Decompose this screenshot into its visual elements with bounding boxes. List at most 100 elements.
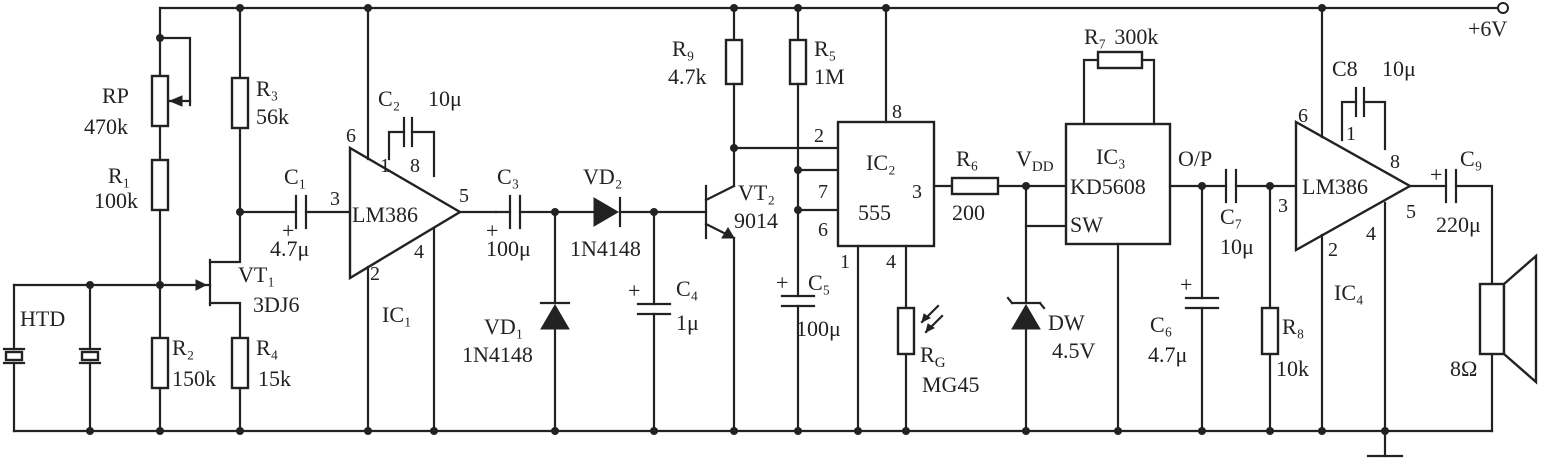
r5-value: 1M [814, 64, 845, 89]
ic2-pin4: 4 [886, 251, 896, 273]
c4-ref: C₄ [676, 276, 698, 301]
c1-value: 4.7μ [270, 236, 309, 261]
r4-value: 15k [258, 366, 291, 391]
vd2-ref: VD₂ [583, 164, 622, 189]
ic4-pin8: 8 [1390, 151, 1400, 173]
ic3-sound-chip [1064, 50, 1228, 433]
r1-value: 100k [94, 188, 138, 213]
c5-plus: + [776, 270, 788, 295]
c5-value: 100μ [796, 316, 841, 341]
ic2-timer [836, 6, 944, 433]
dw-value: 4.5V [1052, 338, 1096, 363]
c9-value: 220μ [1436, 212, 1481, 237]
ic4-pin2: 2 [1328, 239, 1338, 261]
ic3-sw: SW [1070, 212, 1103, 237]
ic1-pin1: 1 [380, 155, 390, 177]
dw-zener [1006, 184, 1068, 433]
vt1-ref: VT₁ [238, 262, 275, 287]
vd1-ref: VD₁ [484, 314, 523, 339]
r8-resistor [1260, 184, 1280, 433]
ic4-pin4: 4 [1366, 223, 1376, 245]
ic1-pin5: 5 [459, 185, 469, 207]
ic4-pin1: 1 [1346, 123, 1356, 145]
r9-value: 4.7k [668, 64, 707, 89]
ic4-pin3: 3 [1278, 195, 1288, 217]
r2-ref: R₂ [172, 335, 194, 360]
c6-plus: + [1180, 272, 1192, 297]
c4-plus: + [628, 278, 640, 303]
r3-value: 56k [256, 104, 289, 129]
r4-ref: R₄ [256, 335, 278, 360]
r2-value: 150k [172, 366, 216, 391]
c9-speaker [1444, 168, 1538, 433]
ic2-pin3: 3 [912, 181, 922, 203]
rp-ref: RP [102, 83, 129, 108]
r3-ref: R₃ [256, 76, 278, 101]
r1-ref: R₁ [108, 163, 130, 188]
ic1-part: LM386 [352, 202, 418, 227]
ic1-pin6: 6 [346, 125, 356, 147]
ic2-pin6: 6 [818, 219, 828, 241]
ground-rail [12, 429, 1494, 458]
c8-value: 10μ [1382, 56, 1416, 81]
ic4-name: IC₄ [1334, 280, 1364, 305]
c6-value: 4.7μ [1148, 342, 1187, 367]
r6-ref: R₆ [956, 146, 978, 171]
ic1-pin2: 2 [370, 263, 380, 285]
vt2-transistor [704, 6, 840, 433]
r8-ref: R₈ [1282, 314, 1304, 339]
speaker-value: 8Ω [1450, 356, 1477, 381]
r9-ref: R₉ [672, 36, 694, 61]
r6-resistor [932, 176, 1068, 196]
ic3-part: KD5608 [1070, 174, 1146, 199]
vd2-value: 1N4148 [570, 236, 641, 261]
rg-value: MG45 [922, 372, 979, 397]
bias-divider [150, 6, 192, 433]
c3-ref: C₃ [497, 164, 519, 189]
ic4-part: LM386 [1302, 174, 1368, 199]
vt1-transistor [158, 6, 250, 433]
c7-value: 10μ [1220, 234, 1254, 259]
c1-ref: C₁ [284, 164, 306, 189]
rg-ref: RG [920, 342, 946, 371]
c2-value: 10μ [428, 86, 462, 111]
ic1-name: IC₁ [382, 302, 412, 327]
r5-ref: R₅ [814, 36, 836, 61]
vd1-value: 1N4148 [462, 342, 533, 367]
r8-value: 10k [1276, 356, 1309, 381]
ic2-name: IC₂ [866, 150, 896, 175]
vt1-value: 3DJ6 [253, 292, 299, 317]
c9-ref: C₉ [1460, 146, 1482, 171]
vt2-value: 9014 [734, 208, 778, 233]
c1-plus: + [282, 218, 294, 243]
ic2-pin2: 2 [814, 125, 824, 147]
htd-label: HTD [20, 306, 65, 331]
c5-ref: C₅ [808, 270, 830, 295]
supply-label: +6V [1468, 16, 1507, 41]
c4-capacitor [636, 210, 672, 433]
rp-value: 470k [84, 114, 128, 139]
ic1-amplifier [348, 6, 498, 433]
ic2-part: 555 [858, 200, 891, 225]
vd1-diode [539, 210, 571, 433]
ic4-pin6: 6 [1298, 105, 1308, 127]
ic4-amplifier [1294, 6, 1448, 433]
c4-value: 1μ [676, 310, 699, 335]
ic1-pin4: 4 [414, 241, 424, 263]
vd2-diode [593, 196, 708, 228]
c2-ref: C₂ [378, 86, 400, 111]
c6-ref: C₆ [1150, 312, 1172, 337]
c8-ref: C8 [1332, 56, 1358, 81]
c7-ref: C₇ [1220, 204, 1242, 229]
vt2-ref: VT₂ [738, 180, 775, 205]
ic1-pin3: 3 [330, 188, 340, 210]
c1-capacitor [238, 194, 352, 230]
vdd-label: VDD [1016, 146, 1054, 175]
c9-plus: + [1430, 162, 1442, 187]
ic2-pin7: 7 [818, 181, 828, 203]
dw-ref: DW [1048, 310, 1085, 335]
ic2-pin1: 1 [840, 251, 850, 273]
r6-value: 200 [952, 200, 985, 225]
